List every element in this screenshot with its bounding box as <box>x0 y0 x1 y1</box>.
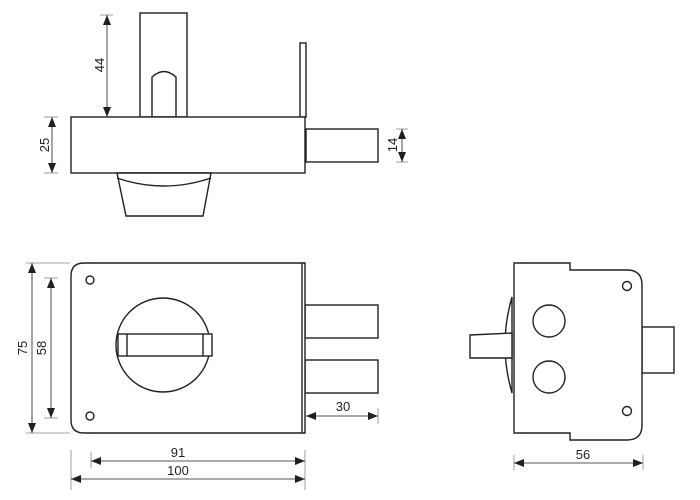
front-view: 75 58 30 91 100 <box>15 262 379 490</box>
screw-hole-icon <box>85 411 95 421</box>
bolt-side <box>641 326 675 374</box>
keeper-plate <box>299 42 307 118</box>
dimension-30-label: 30 <box>336 399 350 414</box>
bolt-top <box>305 128 379 163</box>
knob-handle-side <box>469 332 513 359</box>
dimension-91-label: 91 <box>171 445 185 460</box>
bolt-upper <box>304 304 379 339</box>
cylinder-hole-upper <box>532 304 566 338</box>
dimension-58-label: 58 <box>34 341 49 355</box>
dimension-44-label: 44 <box>92 58 107 72</box>
dimension-100-label: 100 <box>167 463 189 478</box>
side-view: 56 <box>469 262 675 470</box>
cylinder-pin <box>151 70 177 118</box>
lock-body-top <box>70 116 306 174</box>
knob-grip <box>117 333 213 357</box>
dimension-75-label: 75 <box>15 341 30 355</box>
screw-hole-icon <box>85 275 95 285</box>
knob-curve <box>116 177 212 187</box>
dimension-25-label: 25 <box>37 138 52 152</box>
knob-top <box>116 172 212 217</box>
dimension-14-label: 14 <box>385 138 400 152</box>
screw-hole-icon <box>621 405 633 417</box>
top-view: 44 25 14 <box>37 12 408 217</box>
bolt-lower <box>304 359 379 394</box>
cylinder-hole-lower <box>532 360 566 394</box>
screw-hole-icon <box>621 280 633 292</box>
dimension-56-label: 56 <box>576 447 590 462</box>
